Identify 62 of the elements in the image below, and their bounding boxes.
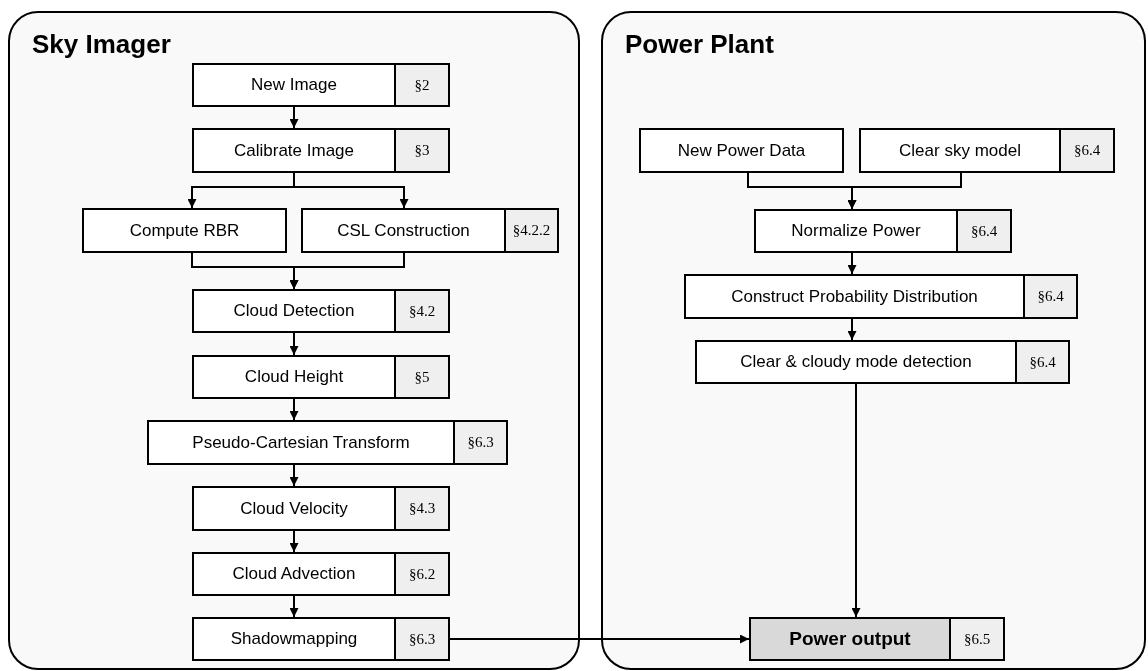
process-box	[859, 128, 1115, 173]
section-reference: §6.5	[949, 619, 1003, 659]
step-label: Clear sky model	[898, 139, 1022, 162]
section-reference: §6.3	[394, 619, 448, 659]
process-box	[147, 420, 508, 465]
arrow	[289, 464, 299, 487]
panel-title: Sky Imager	[32, 29, 171, 60]
section-reference: §6.4	[1059, 130, 1113, 171]
step-label: Construct Probability Distribution	[730, 285, 979, 308]
step-label: Clear & cloudy mode detection	[739, 351, 973, 373]
process-box	[192, 552, 450, 596]
process-box	[192, 128, 450, 173]
section-reference: §3	[394, 130, 448, 171]
arrow	[847, 172, 962, 210]
step-label: Cloud Advection	[231, 563, 357, 585]
arrow	[289, 530, 299, 553]
step-label: Cloud Velocity	[239, 497, 349, 520]
arrow	[847, 318, 857, 341]
arrow	[289, 595, 299, 618]
section-reference: §5	[394, 357, 448, 397]
arrow	[289, 398, 299, 421]
step-label: New Image	[250, 74, 338, 96]
section-reference: §4.2.2	[504, 210, 557, 251]
arrow	[847, 252, 857, 275]
process-box	[192, 289, 450, 333]
process-box	[192, 355, 450, 399]
arrow	[289, 332, 299, 356]
section-reference: §6.2	[394, 554, 448, 594]
step-label: Normalize Power	[790, 220, 922, 242]
section-reference: §6.4	[1015, 342, 1068, 382]
section-reference: §4.2	[394, 291, 448, 331]
group-panel	[601, 11, 1146, 670]
arrow	[289, 106, 299, 129]
section-reference: §6.4	[1023, 276, 1076, 317]
step-label: Calibrate Image	[233, 139, 355, 162]
arrow	[449, 634, 750, 644]
process-box	[695, 340, 1070, 384]
step-label: Pseudo-Cartesian Transform	[191, 431, 411, 454]
arrow	[851, 383, 861, 618]
process-box	[749, 617, 1005, 661]
process-box	[192, 617, 450, 661]
section-reference: §6.4	[956, 211, 1010, 251]
step-label: Cloud Height	[243, 366, 345, 388]
process-box	[192, 63, 450, 107]
section-reference: §2	[394, 65, 448, 105]
step-label: CSL Construction	[336, 219, 471, 242]
group-panel	[8, 11, 580, 670]
process-box	[301, 208, 559, 253]
process-box	[639, 128, 844, 173]
arrow	[289, 252, 405, 290]
section-reference: §6.3	[453, 422, 506, 463]
process-box	[754, 209, 1012, 253]
step-label: New Power Data	[676, 139, 807, 162]
step-label: Power output	[788, 627, 912, 651]
step-label: Cloud Detection	[232, 300, 356, 322]
section-reference: §4.3	[394, 488, 448, 529]
step-label: Compute RBR	[128, 219, 241, 242]
process-box	[684, 274, 1078, 319]
step-label: Shadowmapping	[229, 628, 359, 650]
panel-title: Power Plant	[625, 29, 774, 60]
process-box	[82, 208, 287, 253]
process-box	[192, 486, 450, 531]
